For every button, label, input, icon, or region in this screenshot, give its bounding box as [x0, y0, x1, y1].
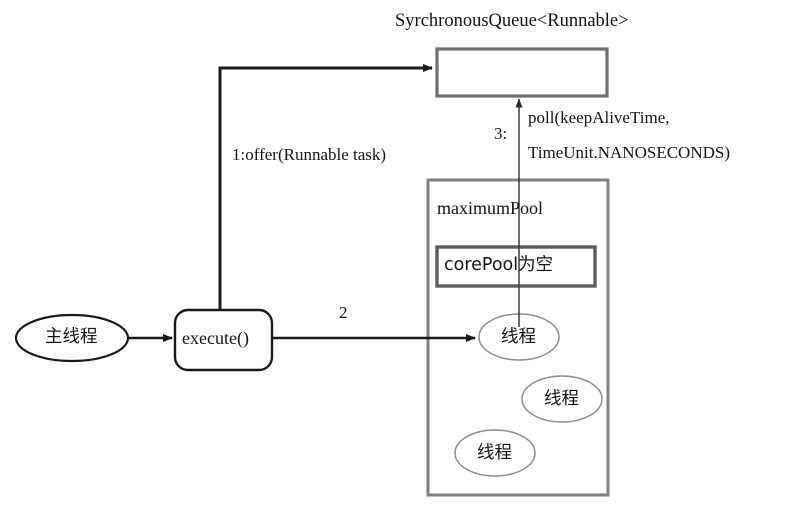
edge-label-poll-line2: TimeUnit.NANOSECONDS): [528, 143, 730, 162]
thread-label-1: 线程: [501, 327, 536, 347]
edge-label-poll-number: 3:: [494, 124, 508, 143]
edge-offer-to-queue: [218, 64, 433, 309]
maximum-pool-label: maximumPool: [437, 198, 544, 218]
thread-label-3: 线程: [477, 443, 512, 463]
core-pool-label: corePool为空: [444, 255, 554, 275]
core-pool-box: [435, 245, 597, 288]
execute-label: execute(): [182, 328, 249, 348]
queue-title: SyrchronousQueue<Runnable>: [395, 11, 629, 31]
thread-ellipse-2: [521, 375, 603, 423]
thread-label-2: 线程: [544, 389, 579, 409]
thread-ellipse-3: [454, 429, 536, 477]
edge-label-poll-line1: poll(keepAliveTime,: [528, 108, 670, 127]
main-thread-label: 主线程: [45, 327, 98, 347]
edge-label-dispatch-number: 2: [339, 303, 348, 322]
main-thread-ellipse: [14, 313, 130, 363]
synchronous-queue-box: [435, 47, 609, 98]
edge-label-offer: 1:offer(Runnable task): [232, 145, 387, 164]
execute-box: [173, 308, 274, 372]
